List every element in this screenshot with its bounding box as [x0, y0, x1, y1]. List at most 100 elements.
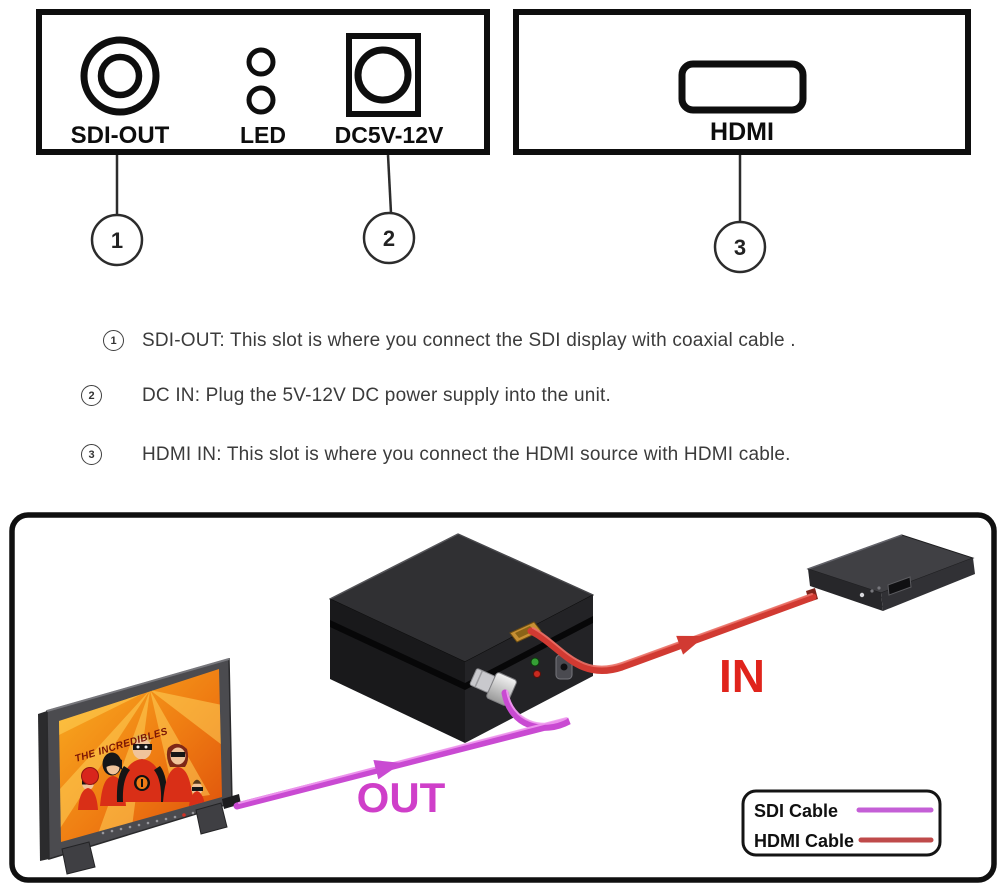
- monitor-buttons: [101, 809, 203, 835]
- callout-2-line: [386, 154, 393, 214]
- button-dot: [173, 815, 177, 819]
- monitor-foot-right: [195, 802, 228, 835]
- button-dot: [191, 811, 195, 815]
- mr-mask: [133, 744, 152, 750]
- sdi-cable-arrow-icon: [373, 760, 402, 780]
- callout-2-circle: [362, 211, 416, 265]
- hdmi-source-device: [806, 534, 975, 611]
- led-indicators-icon: [246, 47, 276, 115]
- description-row-2: 2 DC IN: Plug the 5V-12V DC power supply…: [0, 382, 1005, 410]
- power-led-dot: [182, 813, 186, 817]
- violet-fringe: [104, 757, 122, 770]
- source-hdmi-port: [887, 576, 912, 596]
- button-dot: [128, 825, 132, 829]
- panel-drawings: SDI-OUT LED DC5V-12V 1: [36, 9, 971, 274]
- converter-left-face: [330, 599, 465, 743]
- hdmi-port-icon: [678, 60, 807, 114]
- sdi-inner-ring: [97, 53, 143, 99]
- converter-box: [328, 533, 595, 743]
- callout-1-number: 1: [111, 228, 123, 253]
- led-hole-top: [246, 47, 276, 77]
- character-mr-incredible: [116, 734, 168, 802]
- hdmi-cable-line: [527, 593, 817, 675]
- button-dot: [155, 819, 159, 823]
- sdi-cable-line: [233, 689, 571, 810]
- dash-body: [78, 788, 98, 810]
- out-label: OUT: [357, 774, 446, 821]
- elastigirl-body: [163, 767, 193, 802]
- jack-body: [189, 791, 205, 806]
- button-dot: [101, 831, 105, 835]
- dc-label: DC5V-12V: [335, 122, 444, 148]
- converter-top-edge: [329, 533, 459, 600]
- back-panel: HDMI 3: [513, 9, 971, 274]
- jack-hair: [192, 779, 202, 784]
- callout-2: 2: [362, 154, 416, 265]
- poster-badge: [81, 767, 99, 785]
- description-3-text: HDMI IN: This slot is where you connect …: [142, 444, 791, 465]
- dc-jack-square: [346, 33, 421, 117]
- description-2-number: 2: [81, 385, 102, 406]
- ray: [150, 690, 222, 745]
- hdmi-cable-highlight: [532, 593, 813, 668]
- converter-red-led: [533, 670, 541, 678]
- description-2-text: DC IN: Plug the 5V-12V DC power supply i…: [142, 385, 611, 406]
- source-left-face: [808, 569, 883, 611]
- converter-groove-front: [465, 616, 593, 690]
- monitor-foot-left: [61, 841, 96, 875]
- sdi-outer-ring: [80, 36, 160, 116]
- in-label: IN: [719, 650, 765, 702]
- source-dot: [870, 589, 874, 593]
- dc-jack-circle: [354, 46, 412, 104]
- callout-3: 3: [713, 155, 767, 274]
- sdi-cable: OUT: [233, 689, 571, 821]
- legend-hdmi-label: HDMI Cable: [754, 831, 854, 851]
- button-dot: [146, 821, 150, 825]
- callout-1-circle: [90, 213, 144, 267]
- legend-sdi-label: SDI Cable: [754, 801, 838, 821]
- converter-dc-jack-hole: [560, 663, 568, 671]
- mr-eye: [136, 745, 140, 749]
- elastigirl-mask: [171, 752, 185, 757]
- mr-arm-left: [116, 766, 130, 802]
- converter-front-face: [465, 595, 593, 743]
- source-dot: [877, 586, 881, 590]
- source-power-dot: [859, 592, 865, 598]
- character-elastigirl: [163, 743, 193, 802]
- connection-diagram: THE INCREDIBLES: [9, 512, 997, 883]
- bnc-ring: [474, 670, 484, 688]
- converter-top-edge2: [457, 533, 594, 596]
- back-panel-outline: [513, 9, 971, 155]
- hdmi-cable-arrow-icon: [676, 635, 705, 655]
- cable-legend: SDI Cable HDMI Cable: [741, 789, 942, 857]
- mr-logo-i: [141, 779, 143, 787]
- sdi-monitor: THE INCREDIBLES: [38, 658, 241, 875]
- button-dot: [119, 827, 123, 831]
- description-row-1: 1 SDI-OUT: This slot is where you connec…: [0, 327, 1005, 355]
- jack-mask: [192, 787, 203, 791]
- monitor-side-edge: [38, 711, 49, 861]
- converter-green-led: [530, 657, 540, 667]
- description-3-number: 3: [81, 444, 102, 465]
- callout-1: 1: [90, 155, 144, 267]
- button-dot: [164, 817, 168, 821]
- button-dot: [137, 823, 141, 827]
- front-panel: SDI-OUT LED DC5V-12V 1: [36, 9, 490, 267]
- callout-3-number: 3: [734, 235, 746, 260]
- sdi-out-label: SDI-OUT: [71, 122, 170, 149]
- callout-3-circle: [713, 220, 767, 274]
- character-jack-jack: [189, 779, 205, 806]
- mr-arm-right: [154, 766, 168, 802]
- sdi-out-connector-icon: [80, 36, 160, 116]
- led-hole-bottom: [246, 85, 276, 115]
- monitor-frame-highlight: [46, 658, 230, 712]
- converter-groove-left: [330, 620, 465, 690]
- source-top-edge: [807, 534, 903, 570]
- callout-2-number: 2: [383, 226, 395, 251]
- hdmi-label: HDMI: [710, 118, 774, 146]
- dc-power-jack-icon: [346, 33, 421, 117]
- sdi-cable-highlight: [238, 690, 568, 804]
- mr-eye: [144, 745, 148, 749]
- description-1-text: SDI-OUT: This slot is where you connect …: [142, 330, 796, 351]
